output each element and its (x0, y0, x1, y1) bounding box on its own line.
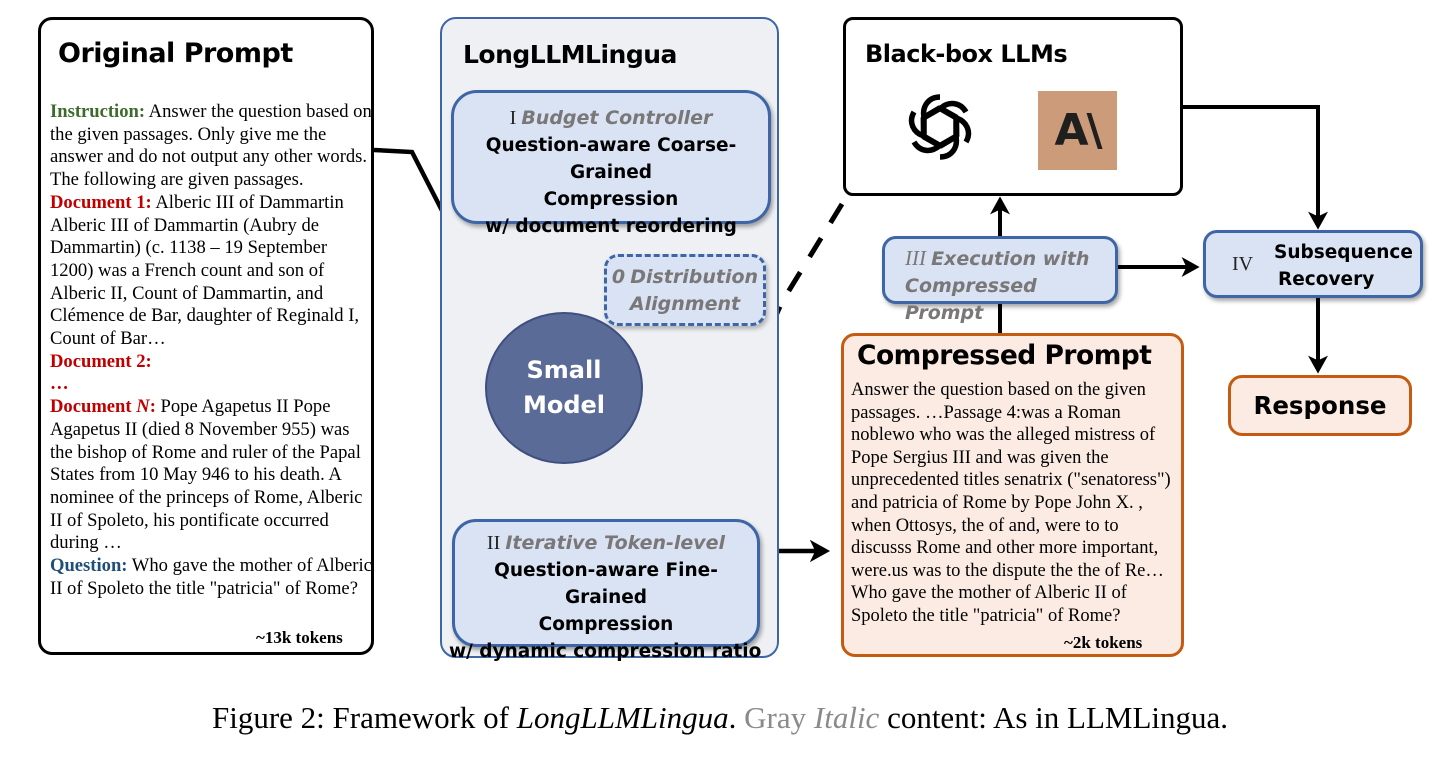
recovery-line-2: Recovery (1278, 269, 1375, 290)
document-n-text: Pope Agapetus II Pope Agapetus II (died … (50, 396, 363, 554)
blackbox-llms-box (843, 17, 1183, 196)
original-prompt-box (38, 17, 374, 655)
original-token-count: ~13k tokens (256, 628, 343, 647)
budget-controller-line-3: w/ document reordering (485, 216, 737, 237)
budget-controller-line-2: Compression (543, 189, 679, 210)
small-model-line-2: Model (522, 391, 606, 419)
question-label: Question: (50, 555, 128, 577)
recovery-line-1: Subsequence (1274, 242, 1413, 263)
figure-caption: Figure 2: Framework of LongLLMLingua. Gr… (0, 700, 1440, 736)
instruction-label: Instruction: (50, 101, 146, 122)
caption-gray-italic: Italic (813, 700, 880, 735)
token-level-label: Iterative Token-level (505, 532, 726, 554)
execution-line-1: Execution with (931, 248, 1090, 270)
document-n-var: N (136, 396, 150, 418)
token-level-numeral: II (486, 532, 501, 554)
budget-controller-numeral: I (509, 107, 517, 129)
distribution-alignment-line-1: Distribution (630, 266, 759, 288)
token-level-line-2: Compression (538, 614, 674, 635)
caption-italic-name: LongLLMLingua (516, 700, 729, 735)
small-model-line-1: Small (526, 356, 602, 384)
execution-numeral: III (905, 246, 926, 270)
distribution-alignment-line-2: Alignment (629, 293, 741, 315)
original-prompt-title: Original Prompt (58, 38, 293, 69)
openai-logo-icon (900, 94, 980, 167)
document-n-prefix: Document (50, 396, 137, 418)
compressed-prompt-box (841, 333, 1184, 657)
budget-controller-line-1: Question-aware Coarse-Grained (485, 135, 737, 183)
compressed-prompt-text: Answer the question based on the given p… (851, 380, 1171, 626)
anthropic-logo-glyph: A\ (1054, 105, 1102, 156)
distribution-alignment-box: 0 Distribution Alignment (604, 254, 766, 326)
document-n-label: Document N: (50, 396, 156, 417)
caption-after-name: . (728, 700, 745, 735)
document-1-label: Document 1: (50, 191, 152, 213)
small-model-node: Small Model (485, 312, 643, 464)
caption-gray: Gray (744, 700, 814, 735)
question-text: Who gave the mother of Alberic II of Spo… (50, 555, 372, 599)
compressed-prompt-title: Compressed Prompt (857, 340, 1152, 371)
token-level-box: II Iterative Token-level Question-aware … (449, 519, 761, 662)
recovery-numeral: IV (1232, 253, 1254, 275)
dashed-arrow-blackbox-to-small-model (673, 202, 845, 391)
budget-controller-label: Budget Controller (521, 107, 713, 129)
anthropic-logo-icon: A\ (1038, 91, 1117, 170)
arrow-blackbox-to-recovery (1183, 105, 1328, 230)
subsequence-recovery-box: IV Subsequence Recovery (1203, 230, 1423, 298)
document-n-suffix: : (149, 396, 156, 418)
document-2-label: Document 2: (50, 350, 152, 372)
compressed-token-count: ~2k tokens (1064, 633, 1143, 652)
token-level-line-1: Question-aware Fine-Grained (494, 560, 718, 608)
caption-prefix: Figure 2: Framework of (211, 700, 517, 735)
token-level-line-3: w/ dynamic compression ratio (449, 641, 762, 662)
ellipsis: … (50, 373, 69, 395)
instruction-text: Answer the question based on the given p… (50, 101, 372, 191)
distribution-alignment-numeral: 0 (611, 266, 626, 288)
execution-box: III Execution with Compressed Prompt (882, 236, 1118, 324)
execution-line-2: Compressed Prompt (905, 275, 1037, 324)
original-prompt-text: Instruction: Answer the question based o… (50, 101, 374, 600)
document-1-text: Alberic III of Dammartin Alberic III of … (50, 191, 360, 350)
blackbox-llms-title: Black-box LLMs (865, 40, 1068, 68)
caption-suffix: content: As in LLMLingua. (879, 700, 1229, 735)
response-label: Response (1253, 391, 1387, 420)
longllmlingua-title: LongLLMLingua (463, 40, 677, 69)
budget-controller-box: I Budget Controller Question-aware Coars… (451, 90, 771, 237)
response-box: Response (1228, 375, 1412, 436)
